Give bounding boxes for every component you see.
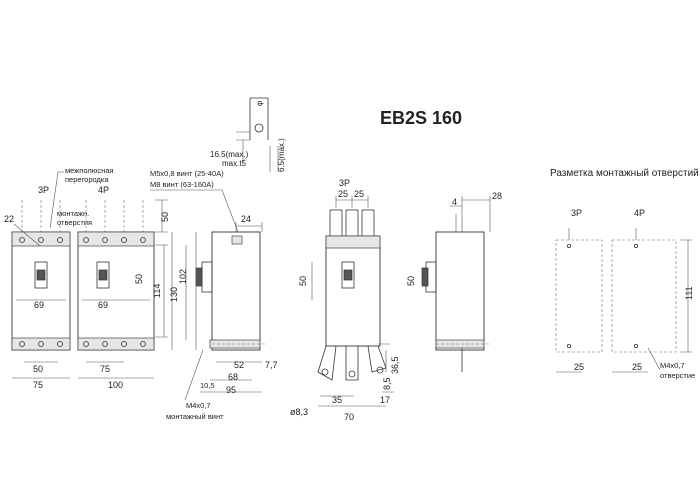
dim-17: 17 [380, 395, 390, 405]
label-mounting-screw: монтажный винт [166, 412, 224, 421]
dim-25-right: 25 [354, 189, 364, 199]
label-interpolar: межполюсная [65, 166, 113, 175]
label-partition: перегородка [65, 175, 109, 184]
dim-130: 130 [169, 287, 179, 302]
label-holes: отверстия [57, 218, 92, 227]
dim-8-5: 8,5 [382, 377, 392, 390]
drawing-title: EB2S 160 [380, 108, 462, 128]
dim-100: 100 [108, 380, 123, 390]
dim-50-front: 50 [298, 276, 308, 286]
dim-25-4p-mount: 25 [632, 362, 642, 372]
dim-4: 4 [452, 197, 457, 207]
label-4p-mount: 4P [634, 208, 645, 218]
dim-102: 102 [178, 269, 188, 284]
dim-50-3p: 50 [33, 364, 43, 374]
dim-10-5: 10,5 [200, 381, 215, 390]
label-m4-screw: M4x0,7 [186, 401, 211, 410]
label-mount: монтажн. [57, 209, 89, 218]
front-view-terminals: 3P 25 25 50 36,5 8,5 17 35 70 ø8,3 [290, 178, 400, 422]
dim-7-7: 7,7 [265, 360, 278, 370]
label-4p: 4P [98, 185, 109, 195]
dim-114: 114 [152, 284, 162, 298]
label-m4-hole: M4x0,7 [660, 361, 685, 370]
dim-75-4p: 75 [100, 364, 110, 374]
side-view-2: 4 28 50 [406, 191, 502, 372]
label-dia-8-3: ø8,3 [290, 407, 308, 417]
dim-25-3p-mount: 25 [574, 362, 584, 372]
dim-69-4p: 69 [98, 300, 108, 310]
terminal-detail: 16.5(max.) max.t5 6.5(max.) φ [210, 97, 286, 172]
label-hole: отверстие [660, 371, 695, 380]
dim-25-left: 25 [338, 189, 348, 199]
dim-70: 70 [344, 412, 354, 422]
dim-111: 111 [684, 286, 694, 300]
dim-50-side2: 50 [406, 276, 416, 286]
dim-50-top: 50 [160, 212, 170, 222]
dim-36-5: 36,5 [390, 356, 400, 374]
label-screw-m8: M8 винт (63-160A) [150, 180, 214, 189]
label-3p-center: 3P [339, 178, 350, 188]
mounting-header: Разметка монтажный отверстий [550, 168, 699, 179]
front-view-3p-4p: 3P 4P межполюсная перегородка монтажн. о… [4, 166, 179, 390]
dim-50-mid: 50 [134, 274, 144, 284]
label-screw-m5: M5x0,8 винт (25-40A) [150, 169, 224, 178]
terminal-hole-label: 6.5(max.) [277, 138, 286, 172]
terminal-thickness-label: max.t5 [222, 159, 247, 168]
terminal-width-label: 16.5(max.) [210, 150, 249, 159]
dim-28: 28 [492, 191, 502, 201]
dim-52: 52 [234, 360, 244, 370]
dim-95: 95 [226, 385, 236, 395]
label-3p: 3P [38, 185, 49, 195]
dim-35: 35 [332, 395, 342, 405]
terminal-phi-label: φ [255, 101, 264, 106]
dim-75-3p: 75 [33, 380, 43, 390]
label-3p-mount: 3P [571, 208, 582, 218]
dim-24: 24 [241, 214, 251, 224]
mounting-hole-layout: Разметка монтажный отверстий 3P 4P 25 11… [550, 168, 699, 380]
dim-22: 22 [4, 214, 14, 224]
dim-69-3p: 69 [34, 300, 44, 310]
dim-68: 68 [228, 372, 238, 382]
side-view: M5x0,8 винт (25-40A) M8 винт (63-160A) 2… [150, 169, 278, 421]
